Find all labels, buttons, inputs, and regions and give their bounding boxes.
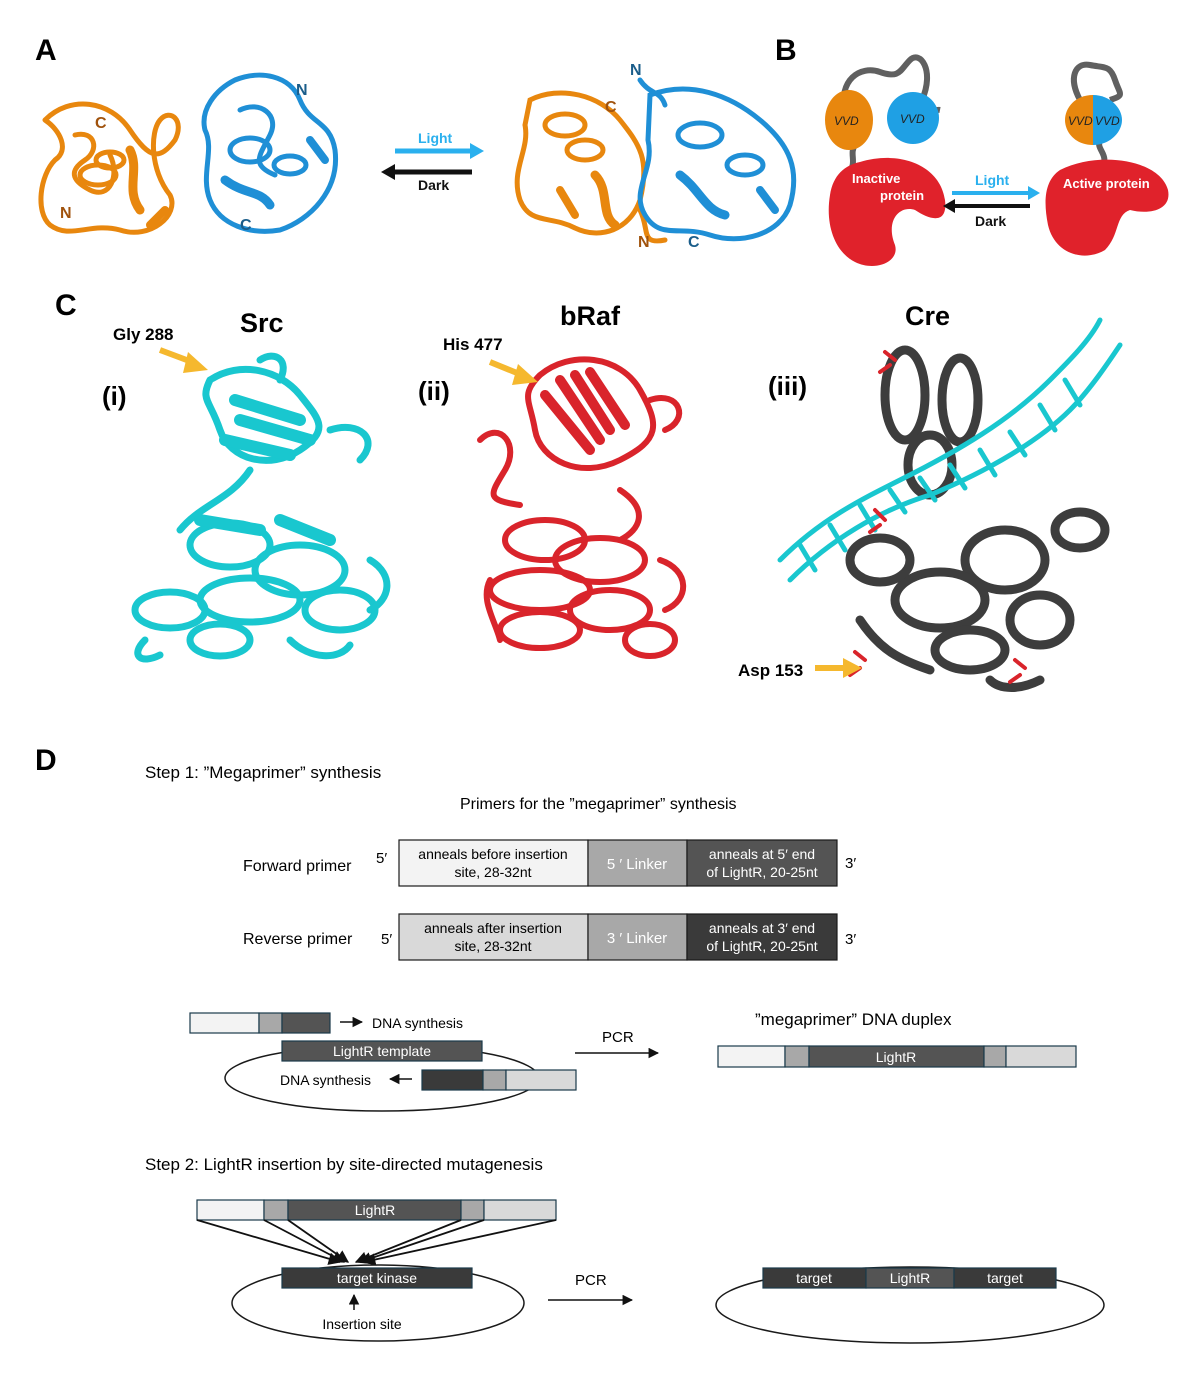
complex-n-bottom: N xyxy=(638,234,650,251)
forward-primer-small xyxy=(189,1012,331,1034)
panel-a-letter: A xyxy=(35,34,57,67)
label-ii: (ii) xyxy=(418,376,450,406)
pcr-label-1: PCR xyxy=(602,1029,634,1046)
vvd-label-4: VVD xyxy=(1095,114,1120,128)
panel-b-light-label: Light xyxy=(975,172,1010,188)
reverse-primer-bar xyxy=(398,913,838,961)
forward-5prime: 5′ xyxy=(376,850,387,867)
vvd-orange-active xyxy=(1065,95,1093,145)
reverse-primer-small xyxy=(421,1069,577,1091)
step2-title: Step 2: LightR insertion by site-directe… xyxy=(145,1155,543,1174)
panel-b-dark-label: Dark xyxy=(975,213,1006,229)
inactive-protein-shape xyxy=(828,157,946,266)
reverse-primer-label: Reverse primer xyxy=(243,931,353,948)
reverse-3prime: 3′ xyxy=(845,931,856,948)
gly288-label: Gly 288 xyxy=(113,325,174,344)
product-target-right: target xyxy=(987,1270,1023,1286)
fwd-anneal-line2: site, 28-32nt xyxy=(454,864,531,880)
panel-b-dark-arrowhead xyxy=(943,199,955,213)
vvd-orange-inactive xyxy=(825,90,873,150)
his477-arrowhead xyxy=(512,364,538,385)
lightr-template-bar xyxy=(281,1040,483,1062)
forward-3prime: 3′ xyxy=(845,855,856,872)
fwd-end-line2: of LightR, 20-25nt xyxy=(706,864,817,880)
left-n-terminus: N xyxy=(60,205,72,222)
cre-structure xyxy=(777,317,1123,692)
fwd-end-line1: anneals at 5′ end xyxy=(709,846,815,862)
reverse-5prime: 5′ xyxy=(381,931,392,948)
target-kinase-bar xyxy=(281,1267,473,1289)
active-protein-shape xyxy=(1045,159,1169,256)
panel-a-dark-label: Dark xyxy=(418,177,449,193)
dna-synthesis-bottom: DNA synthesis xyxy=(280,1072,371,1088)
forward-primer-label: Forward primer xyxy=(243,858,352,875)
vvd-blue-inactive xyxy=(887,92,939,144)
left-c-terminus: C xyxy=(95,115,107,132)
product-lightr: LightR xyxy=(890,1270,930,1286)
panel-a-light-label: Light xyxy=(418,130,453,146)
vvd-label-2: VVD xyxy=(900,112,925,126)
primers-title: Primers for the ”megaprimer” synthesis xyxy=(460,796,737,813)
active-construct xyxy=(1045,61,1169,256)
fwd-linker: 5 ′ Linker xyxy=(607,856,667,873)
label-i: (i) xyxy=(102,381,127,411)
target-kinase-label: target kinase xyxy=(337,1270,417,1286)
his477-label: His 477 xyxy=(443,335,503,354)
fwd-anneal-line1: anneals before insertion xyxy=(418,846,567,862)
complex-c-terminus: C xyxy=(605,99,617,116)
vvd-label-3: VVD xyxy=(1068,114,1093,128)
inactive-label: Inactive xyxy=(852,171,900,186)
product-target-left: target xyxy=(796,1270,832,1286)
inactive-label-2: protein xyxy=(880,188,924,203)
product-insert-bar xyxy=(762,1267,1057,1289)
inactive-construct xyxy=(825,54,946,266)
rev-end-line2: of LightR, 20-25nt xyxy=(706,938,817,954)
panel-a-light-arrowhead xyxy=(470,143,484,159)
braf-title: bRaf xyxy=(560,301,621,331)
panel-d-letter: D xyxy=(35,744,57,777)
asp153-label: Asp 153 xyxy=(738,661,803,680)
complex-c-bottom: C xyxy=(688,234,700,251)
vvd-blue-structure xyxy=(201,72,339,234)
dna-synthesis-top: DNA synthesis xyxy=(372,1015,463,1031)
active-label: Active protein xyxy=(1063,176,1150,191)
braf-structure xyxy=(477,356,687,659)
product-plasmid xyxy=(715,1266,1105,1344)
vvd-blue-active xyxy=(1093,95,1122,145)
panel-b-light-arrowhead xyxy=(1028,186,1040,200)
vvd-label-1: VVD xyxy=(834,114,859,128)
vvd-orange-structure xyxy=(38,101,181,235)
gly288-arrowhead xyxy=(183,352,208,373)
asp153-arrowhead xyxy=(843,658,862,678)
complex-n-top: N xyxy=(630,62,642,79)
insertion-site-label: Insertion site xyxy=(322,1316,402,1332)
megaprimer-bar xyxy=(717,1045,1077,1068)
megaprimer-title: ”megaprimer” DNA duplex xyxy=(755,1010,952,1029)
annealing-lines xyxy=(196,1219,557,1266)
rev-linker: 3 ′ Linker xyxy=(607,930,667,947)
rev-anneal-line2: site, 28-32nt xyxy=(454,938,531,954)
panel-b-letter: B xyxy=(775,34,797,67)
right-n-terminus: N xyxy=(296,82,308,99)
megaprimer-step2 xyxy=(196,1199,557,1221)
lightr-template-label: LightR template xyxy=(333,1043,431,1059)
vvd-dimer-blue xyxy=(637,77,797,242)
panel-c-letter: C xyxy=(55,289,77,322)
rev-end-line1: anneals at 3′ end xyxy=(709,920,815,936)
target-plasmid xyxy=(231,1264,525,1342)
panel-a-dark-arrowhead xyxy=(381,164,395,180)
step2-lightr: LightR xyxy=(355,1202,395,1218)
step1-title: Step 1: ”Megaprimer” synthesis xyxy=(145,763,381,782)
pcr-label-2: PCR xyxy=(575,1272,607,1289)
label-iii: (iii) xyxy=(768,371,807,401)
rev-anneal-line1: anneals after insertion xyxy=(424,920,562,936)
forward-primer-bar xyxy=(398,839,838,887)
src-title: Src xyxy=(240,308,284,338)
cre-title: Cre xyxy=(905,301,950,331)
src-structure xyxy=(131,352,391,663)
vvd-dimer-orange xyxy=(514,90,668,244)
right-c-terminus: C xyxy=(240,217,252,234)
megaprimer-lightr: LightR xyxy=(876,1049,916,1065)
